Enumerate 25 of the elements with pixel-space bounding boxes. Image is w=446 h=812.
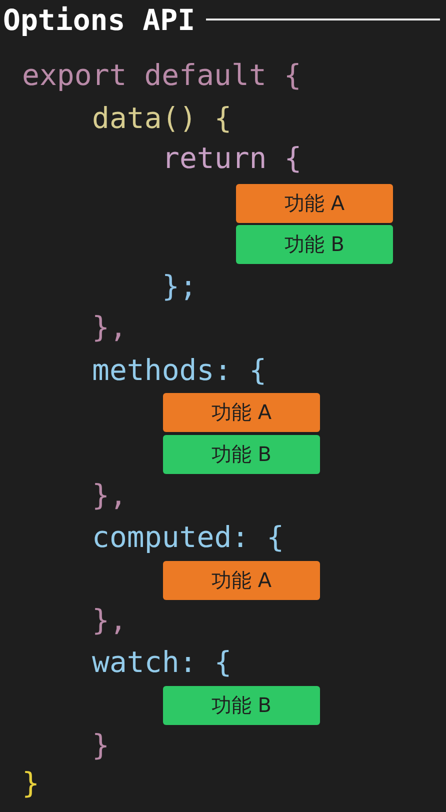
feature-label: 功能 A [211, 567, 272, 594]
code-line: }, [92, 309, 127, 345]
feature-box [163, 435, 320, 474]
title: Options API [3, 2, 196, 38]
feature-label: 功能 B [284, 231, 345, 258]
code-line: methods: { [92, 352, 267, 388]
code-line: export default { [22, 57, 302, 93]
feature-box [236, 225, 393, 264]
feature-label: 功能 B [211, 441, 272, 468]
feature-box [163, 561, 320, 600]
code-line: }, [92, 602, 127, 638]
feature-box [163, 393, 320, 432]
code-line: }, [92, 477, 127, 513]
code-line: computed: { [92, 519, 284, 555]
code-line: } [92, 727, 110, 763]
code-line: }; [162, 268, 197, 304]
feature-box [236, 184, 393, 223]
code-line: } [22, 765, 40, 801]
code-line: return { [162, 140, 302, 176]
feature-label: 功能 A [211, 399, 272, 426]
feature-label: 功能 A [284, 190, 345, 217]
code-line: watch: { [92, 644, 232, 680]
feature-label: 功能 B [211, 692, 272, 719]
feature-box [163, 686, 320, 725]
code-line: data() { [92, 100, 232, 136]
